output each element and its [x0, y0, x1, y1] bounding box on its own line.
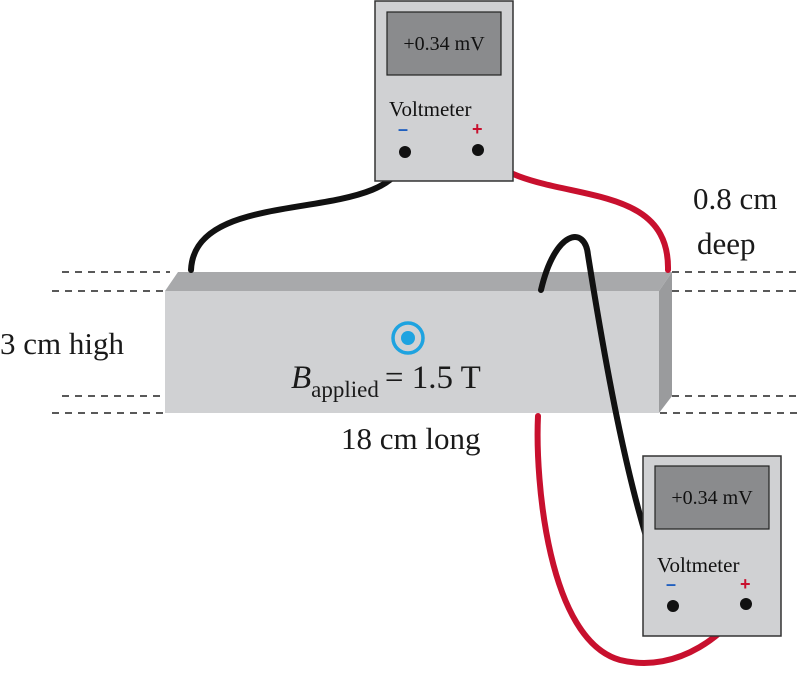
field-value: = 1.5 T [384, 360, 481, 396]
field-subscript: applied [311, 377, 379, 402]
voltmeter-bottom-title: Voltmeter [657, 553, 740, 577]
depth-label-line1: 0.8 cm [693, 181, 778, 216]
voltmeter-bottom-minus-sign: – [666, 574, 677, 594]
voltmeter-top-reading: +0.34 mV [403, 33, 485, 55]
voltmeter-top-plus-sign: + [472, 119, 483, 139]
field-symbol: B [291, 360, 312, 396]
voltmeter-top-minus-sign: – [398, 119, 409, 139]
black-wire-top [188, 149, 408, 273]
voltmeter-bottom-positive-terminal [740, 598, 752, 610]
voltmeter-bottom-plus-sign: + [740, 574, 751, 594]
voltmeter-bottom-display [654, 465, 770, 530]
out-of-page-dot-icon [391, 321, 425, 355]
length-label: 18 cm long [341, 421, 481, 456]
dimension-guides [52, 271, 800, 414]
field-label: Bapplied= 1.5 T [291, 360, 481, 402]
depth-label-line2: deep [697, 226, 756, 261]
voltmeter-top-negative-terminal [399, 146, 411, 158]
voltmeter-bottom [642, 455, 782, 637]
height-label: 3 cm high [0, 326, 124, 361]
voltmeter-top-positive-terminal [472, 144, 484, 156]
voltmeter-top-display [386, 11, 502, 76]
bar-side-face [659, 272, 672, 413]
voltmeter-top-title: Voltmeter [389, 97, 472, 121]
voltmeter-top [374, 0, 514, 182]
voltmeter-bottom-negative-terminal [667, 600, 679, 612]
voltmeter-bottom-reading: +0.34 mV [671, 487, 753, 509]
